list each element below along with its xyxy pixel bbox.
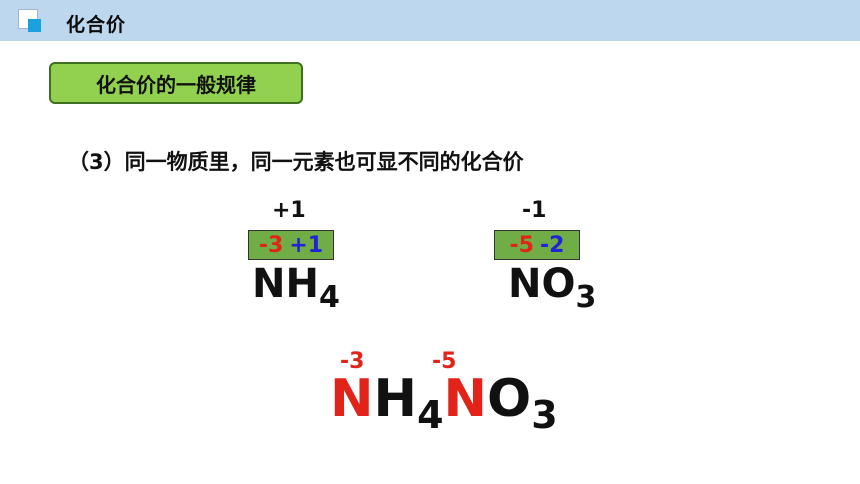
ammonium-formula: NH4 (252, 261, 340, 313)
ammonium-h-valence: +1 (289, 232, 324, 258)
nitrate-n-valence: -5 (509, 232, 534, 258)
ammonium-formula-sub: 4 (318, 280, 340, 315)
ammonium-n-valence: -3 (258, 232, 284, 258)
compound-n2: N (443, 369, 488, 429)
logo-squares-icon (18, 9, 44, 35)
rule-label-box: 化合价的一般规律 (49, 62, 303, 104)
ammonium-nitrate-formula: NH4NO3 (330, 373, 558, 434)
ammonium-charge: +1 (272, 198, 306, 223)
nitrate-formula-sub: 3 (575, 280, 597, 315)
nitrate-formula-main: NO (508, 261, 576, 307)
ammonium-valence-box: -3 +1 (248, 230, 334, 260)
nitrate-valence-box: -5 -2 (494, 230, 580, 260)
compound-sub4: 4 (417, 393, 444, 437)
header-title: 化合价 (66, 14, 127, 36)
compound-h: H (373, 369, 418, 429)
nitrate-o-valence: -2 (540, 232, 565, 258)
rule-label: 化合价的一般规律 (96, 72, 256, 97)
compound-sub3: 3 (531, 393, 558, 437)
ammonium-formula-main: NH (252, 261, 319, 307)
subtitle: （3）同一物质里，同一元素也可显不同的化合价 (68, 150, 524, 174)
compound-n2-charge: -5 (432, 349, 457, 374)
compound-n1: N (330, 369, 374, 429)
nitrate-charge: -1 (522, 198, 547, 223)
compound-n1-charge: -3 (340, 349, 365, 374)
header-bar: 化合价 (0, 0, 860, 41)
nitrate-formula: NO3 (508, 261, 596, 313)
compound-o: O (487, 369, 532, 429)
